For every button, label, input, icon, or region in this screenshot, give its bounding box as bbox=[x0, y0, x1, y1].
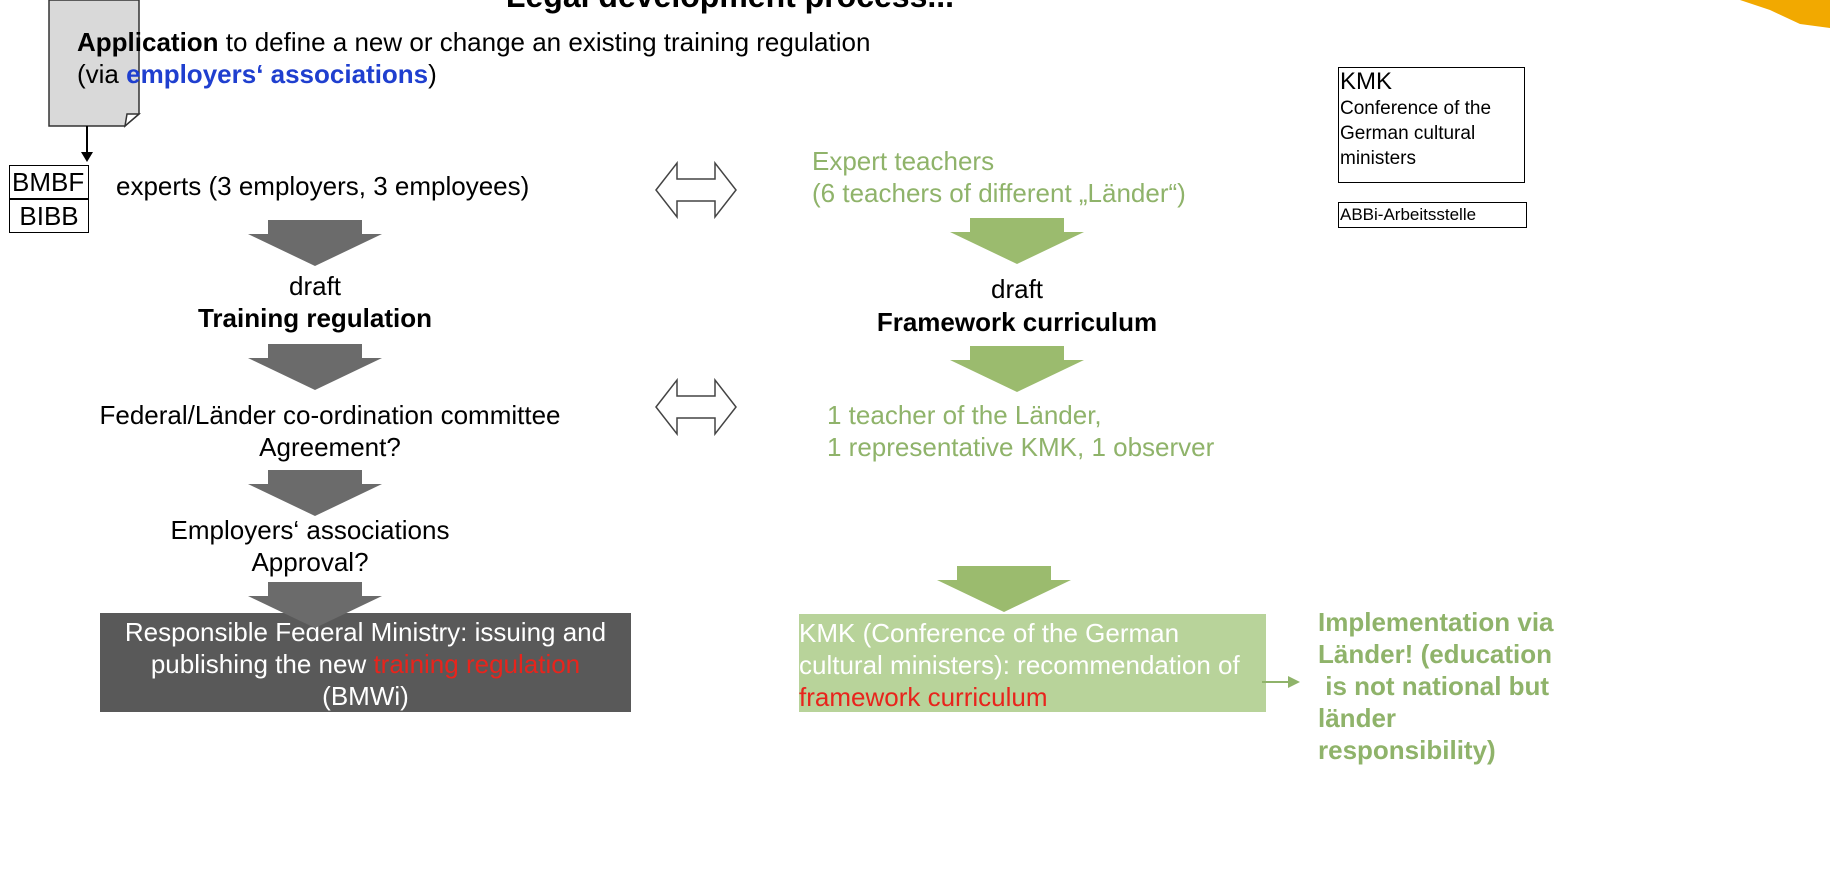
framework-curriculum-title: Framework curriculum bbox=[876, 307, 1158, 337]
employers-associations-link[interactable]: employers‘ associations bbox=[126, 59, 429, 89]
right-draft-label: draft bbox=[990, 274, 1044, 304]
right-arrow-icon bbox=[1262, 676, 1300, 688]
down-arrow-icon bbox=[81, 126, 93, 162]
implementation-line5: responsibility) bbox=[1318, 735, 1496, 765]
document-icon bbox=[48, 0, 142, 128]
committee-text: Federal/Länder co-ordination committee A… bbox=[60, 399, 600, 463]
training-regulation-title: Training regulation bbox=[197, 303, 432, 333]
abbi-box: ABBi-Arbeitsstelle bbox=[1338, 202, 1527, 228]
bibb-label: BIBB bbox=[19, 201, 79, 231]
application-line1: to define a new or change an existing tr… bbox=[218, 27, 871, 57]
teacher-line1: 1 teacher of the Länder, bbox=[827, 400, 1102, 430]
bmbf-label: BMBF bbox=[12, 167, 85, 197]
kmk-rec-line2: cultural ministers): recommendation of bbox=[799, 650, 1240, 680]
application-label: Application bbox=[77, 27, 219, 57]
down-arrow-icon bbox=[950, 218, 1084, 264]
experts-text: experts (3 employers, 3 employees) bbox=[116, 171, 530, 201]
down-arrow-icon bbox=[937, 566, 1071, 612]
expert-teachers-line1: Expert teachers bbox=[812, 146, 995, 176]
implementation-line1: Implementation via bbox=[1318, 607, 1554, 637]
orange-corner-shape bbox=[1740, 0, 1830, 28]
implementation-line2: Länder! (education bbox=[1318, 639, 1553, 669]
left-draft-label: draft bbox=[288, 271, 342, 301]
assoc-line2: Approval? bbox=[251, 547, 369, 577]
down-arrow-icon bbox=[248, 220, 382, 266]
teacher-representative-text: 1 teacher of the Länder, 1 representativ… bbox=[827, 399, 1347, 463]
implementation-line3: is not national but bbox=[1318, 671, 1550, 701]
bmbf-box: BMBF bbox=[9, 165, 89, 199]
ministry-line3: (BMWi) bbox=[322, 681, 409, 711]
application-close: ) bbox=[428, 59, 437, 89]
down-arrow-icon bbox=[248, 582, 382, 628]
employers-associations-text: Employers‘ associations Approval? bbox=[100, 514, 520, 578]
assoc-line1: Employers‘ associations bbox=[170, 515, 450, 545]
committee-line1: Federal/Länder co-ordination committee bbox=[99, 400, 561, 430]
bibb-box: BIBB bbox=[9, 199, 89, 233]
down-arrow-icon bbox=[248, 344, 382, 390]
double-arrow-icon bbox=[655, 377, 737, 437]
kmk-legend-box: KMK Conference of the German cultural mi… bbox=[1338, 67, 1525, 183]
expert-teachers-line2: (6 teachers of different „Länder“) bbox=[812, 178, 1186, 208]
implementation-text: Implementation via Länder! (education is… bbox=[1318, 606, 1830, 766]
application-text: Application to define a new or change an… bbox=[77, 26, 977, 90]
ministry-line1: Responsible Federal Ministry: issuing an… bbox=[124, 617, 607, 647]
page-title: Legal development process... bbox=[470, 0, 990, 14]
kmk-legend-line2: German cultural bbox=[1340, 123, 1476, 144]
kmk-recommendation-box: KMK (Conference of the German cultural m… bbox=[799, 614, 1266, 712]
kmk-legend-line1: Conference of the bbox=[1340, 98, 1492, 119]
framework-curriculum-red: framework curriculum bbox=[799, 682, 1048, 712]
kmk-legend-line3: ministers bbox=[1340, 148, 1417, 169]
down-arrow-icon bbox=[248, 470, 382, 516]
teacher-line2: 1 representative KMK, 1 observer bbox=[827, 432, 1215, 462]
down-arrow-icon bbox=[950, 346, 1084, 392]
expert-teachers-text: Expert teachers (6 teachers of different… bbox=[812, 145, 1332, 209]
committee-line2: Agreement? bbox=[259, 432, 401, 462]
ministry-line2: publishing the new bbox=[150, 649, 374, 679]
training-regulation-red: training regulation bbox=[373, 649, 581, 679]
double-arrow-icon bbox=[655, 160, 737, 220]
abbi-label: ABBi-Arbeitsstelle bbox=[1340, 205, 1477, 224]
kmk-legend-title: KMK bbox=[1340, 68, 1393, 95]
federal-ministry-box: Responsible Federal Ministry: issuing an… bbox=[100, 613, 631, 712]
kmk-rec-line1: KMK (Conference of the German bbox=[799, 618, 1180, 648]
implementation-line4: länder bbox=[1318, 703, 1397, 733]
application-via: (via bbox=[77, 59, 127, 89]
